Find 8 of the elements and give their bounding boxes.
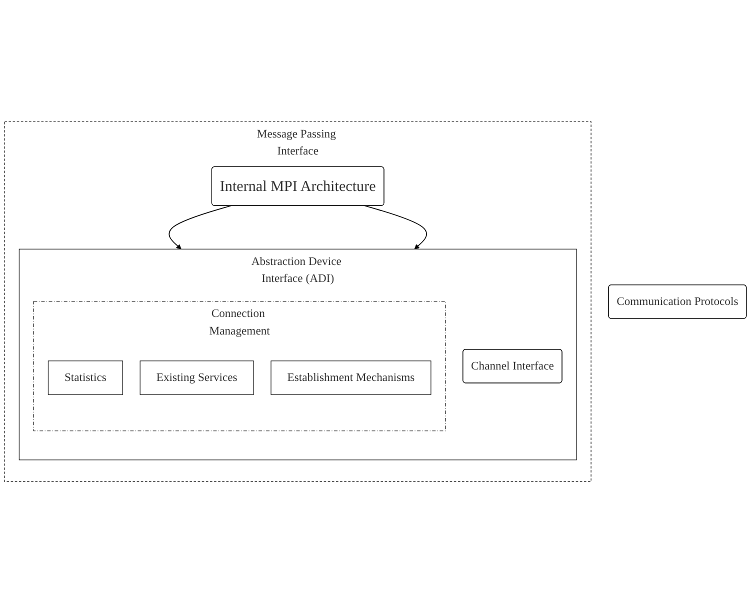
arrow (168, 204, 232, 250)
cluster (33, 300, 446, 431)
arrow (364, 204, 427, 250)
cluster (4, 121, 592, 482)
node-box (140, 360, 254, 395)
node-box (48, 360, 123, 395)
cluster (18, 248, 577, 460)
node-box (270, 360, 432, 395)
